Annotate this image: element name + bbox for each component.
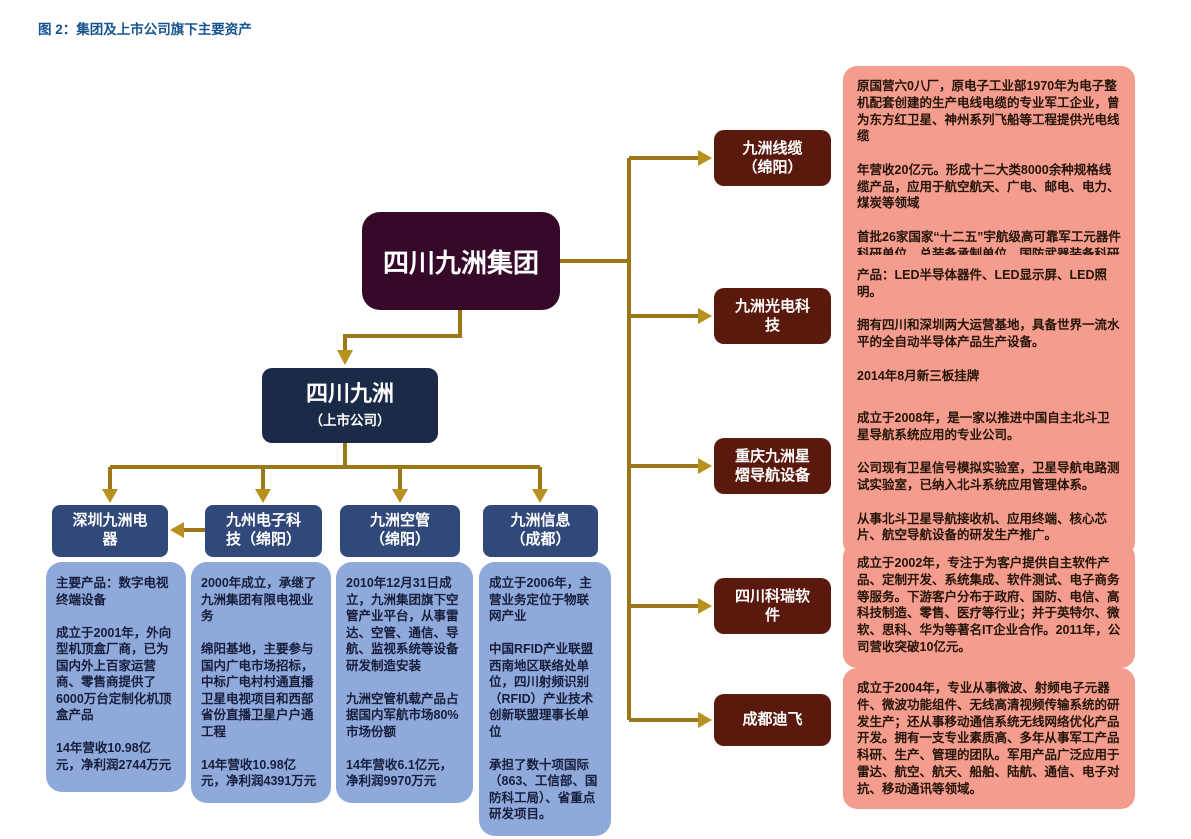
- asset-node-1: 九洲线缆 （绵阳）: [714, 130, 831, 186]
- subsidiary-header-label: 深圳九洲电 器: [72, 512, 148, 548]
- asset-desc-4: 成立于2002年，专注于为客户提供自主软件产品、定制开发、系统集成、软件测试、电…: [843, 543, 1135, 668]
- node-group-parent: 四川九洲集团: [362, 212, 560, 310]
- subsidiary-desc-3: 2010年12月31日成立，九洲集团旗下空管产业平台，从事雷达、空管、通信、导航…: [336, 562, 473, 803]
- subsidiary-desc-2: 2000年成立，承继了九洲集团有限电视业务 绵阳基地，主要参与国内广电市场招标，…: [191, 562, 331, 803]
- subsidiary-header-4: 九洲信息 （成都）: [483, 505, 598, 557]
- subsidiary-header-3: 九洲空管 （绵阳）: [340, 505, 460, 557]
- asset-node-label: 重庆九洲星 熠导航设备: [734, 447, 810, 485]
- subsidiary-header-label: 九洲信息 （成都）: [510, 512, 571, 548]
- subsidiary-header-label: 九洲空管 （绵阳）: [369, 512, 430, 548]
- subsidiary-desc-1: 主要产品：数字电视终端设备 成立于2001年，外向型机顶盒厂商，已为国内外上百家…: [46, 562, 186, 792]
- asset-node-label: 九洲光电科 技: [734, 297, 810, 335]
- subsidiary-desc-4: 成立于2006年，主营业务定位于物联网产业 中国RFID产业联盟西南地区联络处单…: [479, 562, 611, 836]
- asset-desc-5: 成立于2004年，专业从事微波、射频电子元器件、微波功能组件、无线高清视频传输系…: [843, 668, 1135, 810]
- asset-node-4: 四川科瑞软 件: [714, 578, 831, 634]
- asset-node-label: 成都迪飞: [742, 711, 803, 729]
- group-label: 四川九洲集团: [382, 247, 539, 278]
- asset-node-5: 成都迪飞: [714, 694, 831, 746]
- asset-node-2: 九洲光电科 技: [714, 288, 831, 344]
- asset-node-label: 四川科瑞软 件: [734, 587, 810, 625]
- asset-desc-3: 成立于2008年，是一家以推进中国自主北斗卫星导航系统应用的专业公司。 公司现有…: [843, 398, 1135, 556]
- figure-title: 图 2：集团及上市公司旗下主要资产: [38, 22, 252, 37]
- asset-node-3: 重庆九洲星 熠导航设备: [714, 438, 831, 494]
- listed-company-sublabel: （上市公司）: [309, 413, 391, 429]
- subsidiary-header-label: 九州电子科 技（绵阳）: [225, 512, 301, 548]
- connector-paths: [108, 156, 699, 722]
- node-listed-company: 四川九洲 （上市公司）: [262, 368, 438, 443]
- listed-company-label: 四川九洲: [305, 380, 394, 406]
- asset-node-label: 九洲线缆 （绵阳）: [742, 139, 803, 177]
- subsidiary-header-1: 深圳九洲电 器: [52, 505, 168, 557]
- subsidiary-header-2: 九州电子科 技（绵阳）: [205, 505, 322, 557]
- arrowhead-icons: [102, 150, 712, 728]
